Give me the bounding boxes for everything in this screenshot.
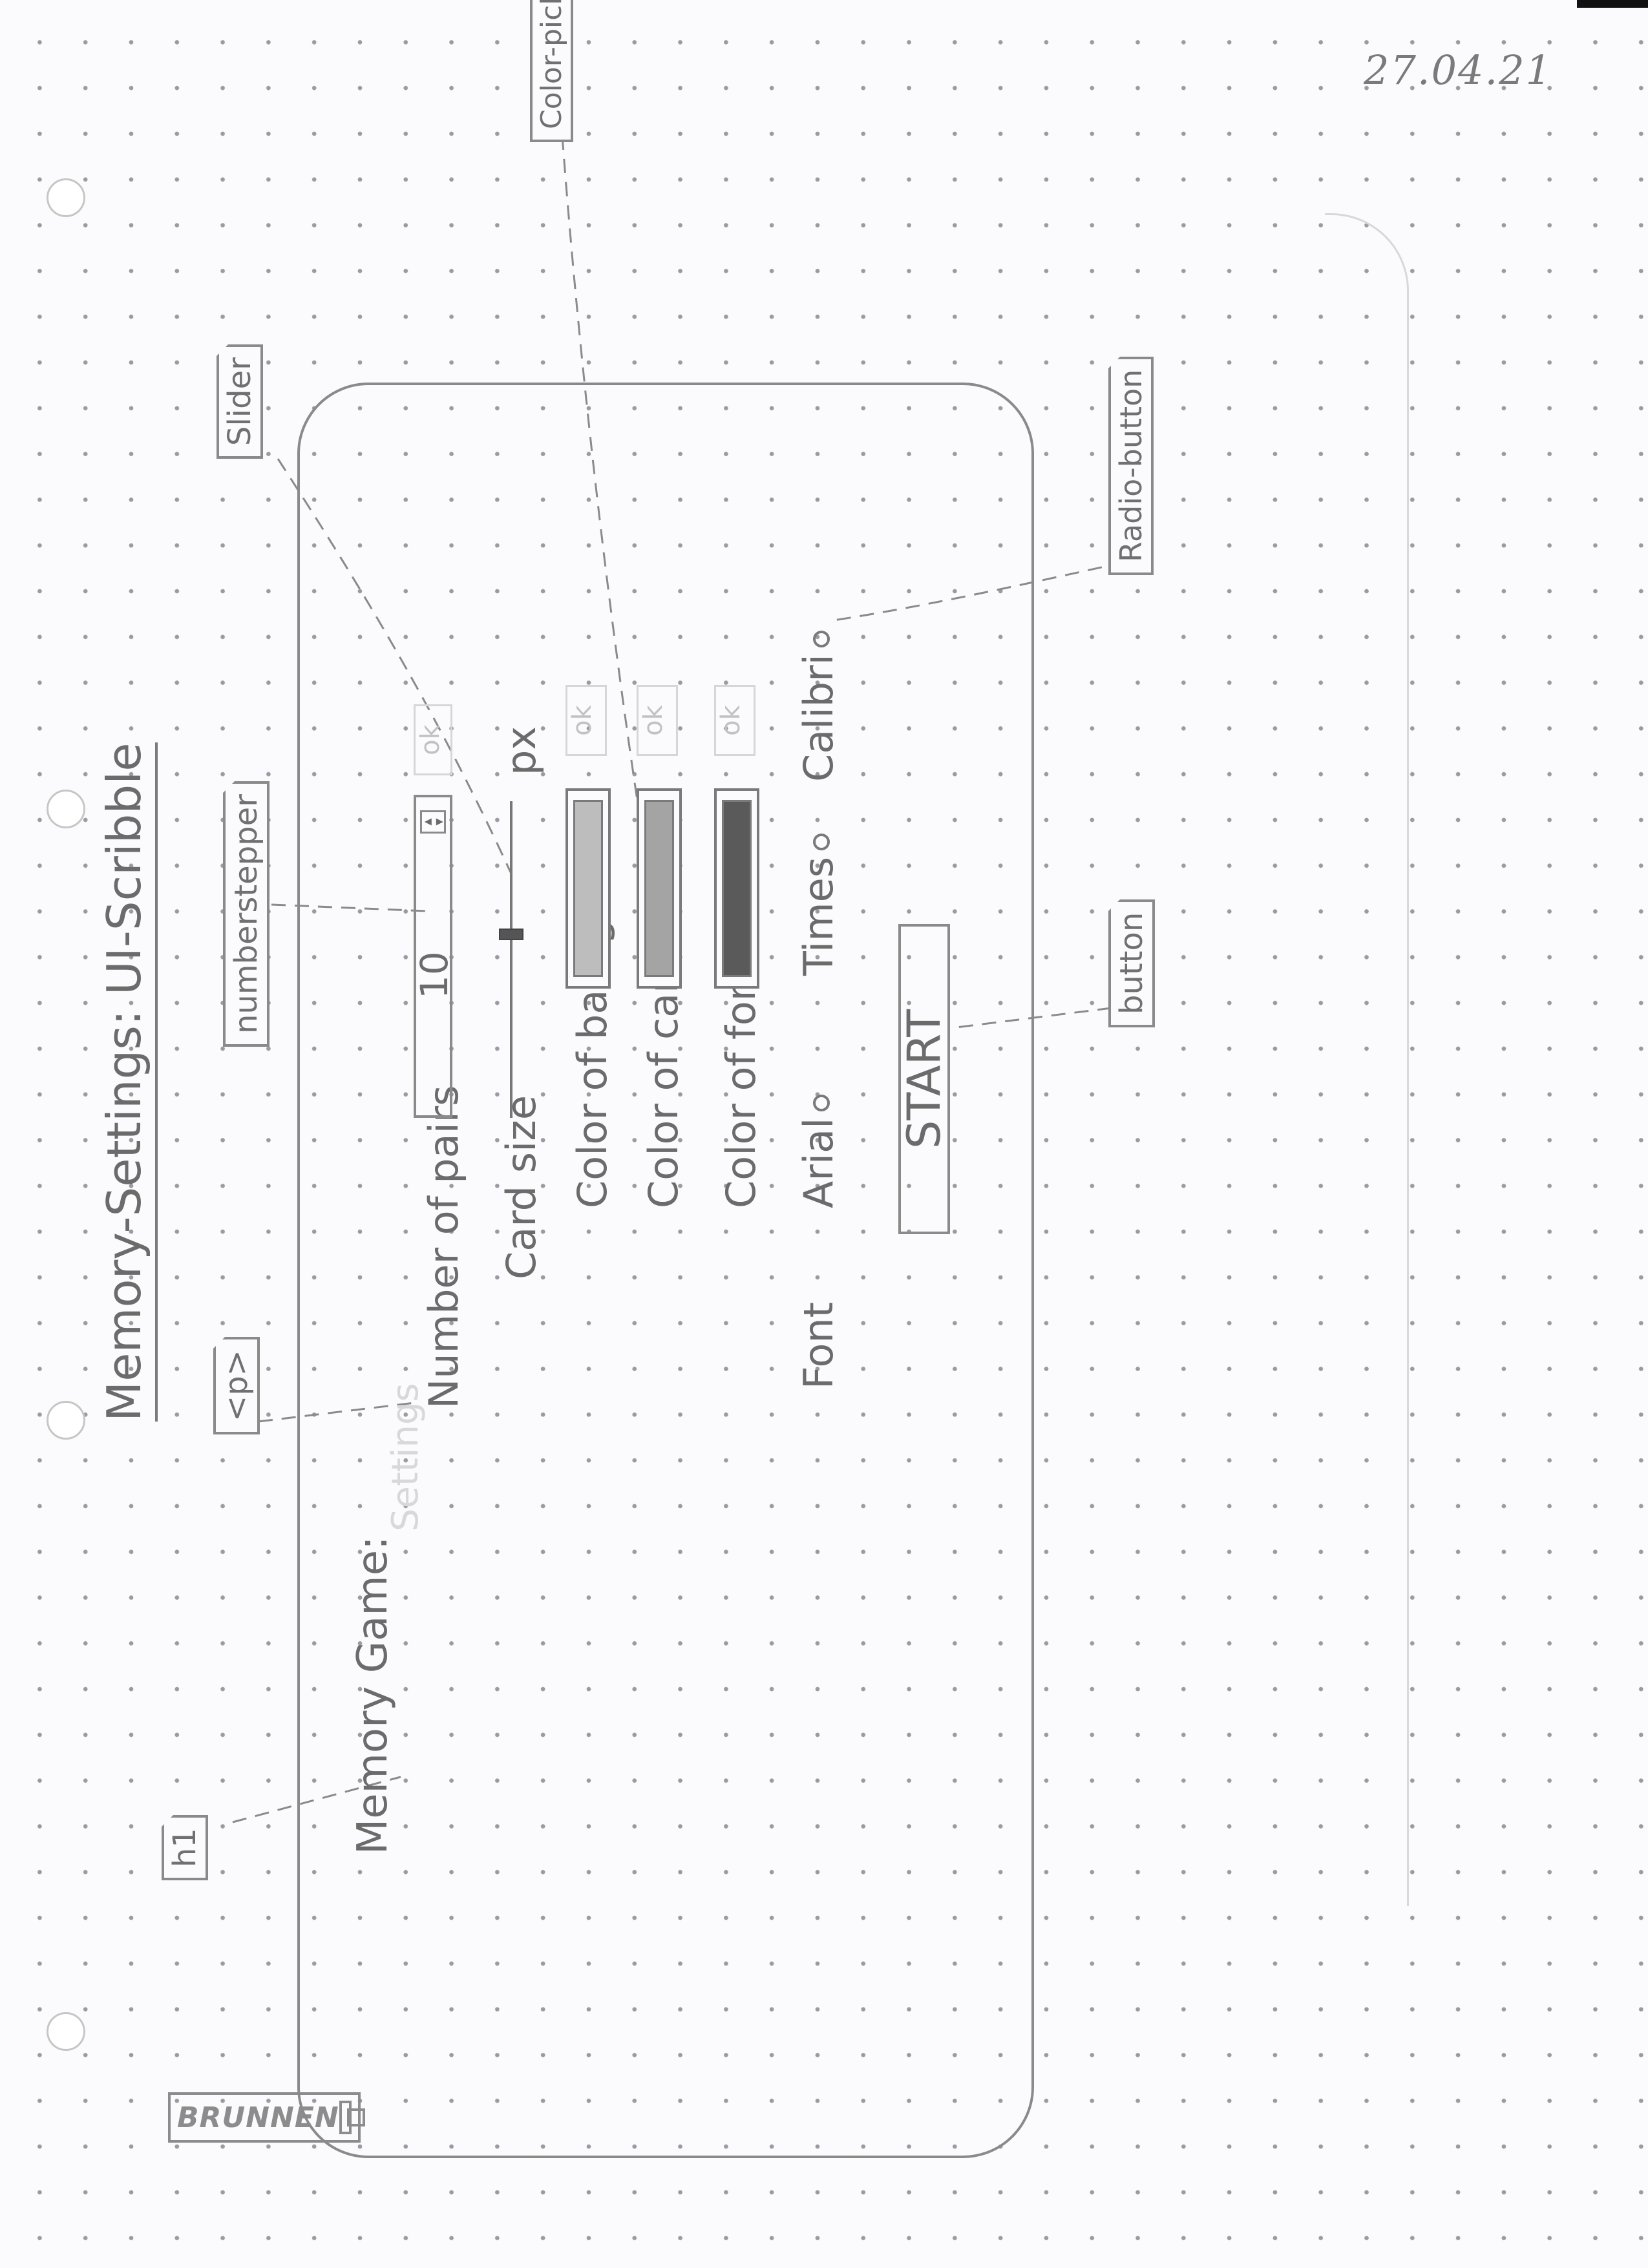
pairs-ok-button[interactable]: ok <box>414 704 452 775</box>
pairs-number-stepper[interactable]: 10 ▴▾ <box>412 795 456 1118</box>
brand-mark-icon <box>339 2101 366 2134</box>
annotation-button: button <box>1108 899 1155 1027</box>
card-color-label: Color of card <box>640 952 687 1208</box>
font-option-times-label: Times <box>795 856 842 976</box>
font-option-calibri-label: Calibri <box>795 654 842 782</box>
brand-logo: BRUNNEN <box>168 2092 366 2143</box>
font-color-swatch <box>722 800 752 977</box>
card-color-picker[interactable] <box>637 788 682 989</box>
annotation-numberstepper: numberstepper <box>223 781 269 1047</box>
background-color-picker[interactable] <box>565 788 611 989</box>
brand-wordmark: BRUNNEN <box>177 2101 339 2134</box>
font-arial-radio[interactable] <box>812 1094 830 1111</box>
background-color-swatch <box>573 800 603 977</box>
font-option-arial[interactable]: Arial <box>795 1094 842 1208</box>
card-color-ok-button[interactable]: ok <box>637 685 678 756</box>
annotation-radio-button: Radio-button <box>1108 356 1154 575</box>
annotation-slider: Slider <box>217 344 263 459</box>
settings-window-frame <box>297 383 1034 2158</box>
pairs-label: Number of pairs <box>420 1085 467 1409</box>
font-option-times[interactable]: Times <box>795 833 842 976</box>
font-color-ok-button[interactable]: ok <box>714 685 755 756</box>
annotation-color-picker: Color-picker <box>530 0 573 142</box>
card-size-unit: px <box>498 726 545 775</box>
punch-hole <box>47 178 85 217</box>
punch-hole <box>47 790 85 828</box>
page-title: Memory Game: <box>349 1536 397 1854</box>
sketch-title: Memory-Settings: UI-Scribble <box>97 742 158 1422</box>
start-button[interactable]: START <box>898 924 951 1234</box>
annotation-h1: h1 <box>162 1815 208 1880</box>
annotation-p: <p> <box>213 1337 260 1434</box>
settings-window-shadow <box>1325 213 1409 1906</box>
font-option-calibri[interactable]: Calibri <box>795 631 842 782</box>
sketch-date: 27.04.21 <box>1364 47 1553 94</box>
card-size-slider-track[interactable] <box>510 801 512 1118</box>
font-calibri-radio[interactable] <box>812 631 830 648</box>
punch-hole <box>47 2012 85 2051</box>
font-color-label: Color of font <box>717 960 765 1208</box>
card-size-slider-thumb[interactable] <box>499 928 523 940</box>
scanner-edge-bar <box>1577 0 1648 8</box>
card-size-label: Card size <box>498 1095 545 1279</box>
background-color-ok-button[interactable]: ok <box>565 685 607 756</box>
font-option-arial-label: Arial <box>795 1117 842 1208</box>
font-color-picker[interactable] <box>714 788 759 989</box>
font-times-radio[interactable] <box>812 833 830 850</box>
stepper-arrows-icon[interactable]: ▴▾ <box>419 810 447 834</box>
card-color-swatch <box>644 800 674 977</box>
punch-hole <box>47 1401 85 1440</box>
font-label: Font <box>795 1302 842 1389</box>
pairs-value: 10 <box>412 951 456 999</box>
